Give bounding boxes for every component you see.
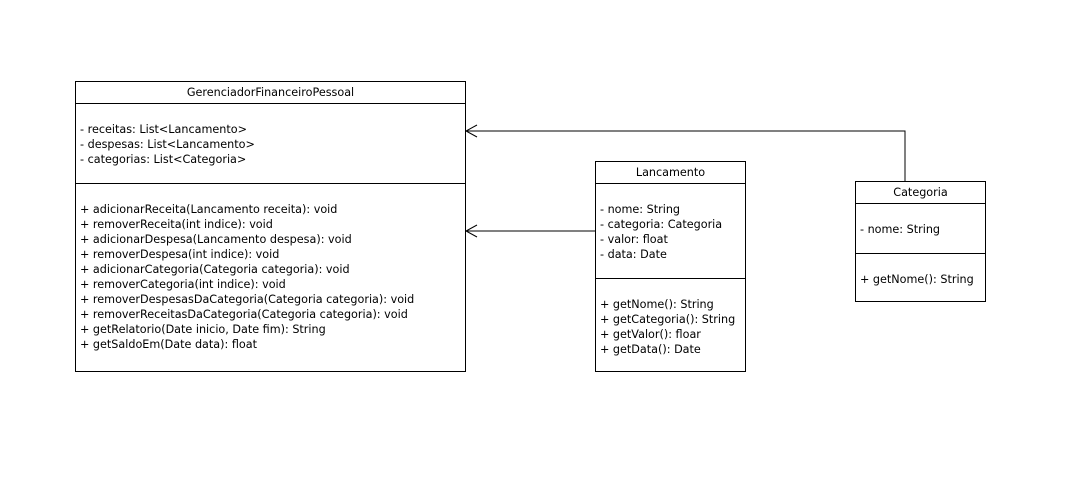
method: + adicionarReceita(Lancamento receita): … (80, 203, 338, 216)
arrowhead-open-categoria (464, 124, 478, 138)
method: + getRelatorio(Date inicio, Date fim): S… (80, 323, 326, 336)
attribute: - categorias: List<Categoria> (80, 153, 247, 166)
method: + removerDespesa(int indice): void (80, 248, 280, 261)
attributes-section: - nome: String (856, 204, 985, 254)
attributes-section: - nome: String - categoria: Categoria - … (596, 184, 745, 279)
methods-section: + getNome(): String + getCategoria(): St… (596, 279, 745, 357)
arrowhead-open-lancamento (464, 224, 478, 238)
attribute: - receitas: List<Lancamento> (80, 123, 247, 136)
association-categoria-to-gerenciador (466, 130, 906, 181)
attribute: - categoria: Categoria (600, 218, 723, 231)
method: + adicionarDespesa(Lancamento despesa): … (80, 233, 352, 246)
method: + getNome(): String (860, 273, 974, 286)
method: + getValor(): floar (600, 328, 701, 341)
methods-section: + adicionarReceita(Lancamento receita): … (76, 184, 465, 352)
attribute: - despesas: List<Lancamento> (80, 138, 255, 151)
class-lancamento[interactable]: Lancamento - nome: String - categoria: C… (595, 161, 746, 372)
attribute: - nome: String (860, 223, 941, 236)
method: + removerCategoria(int indice): void (80, 278, 286, 291)
attribute: - nome: String (600, 203, 681, 216)
method: + removerDespesasDaCategoria(Categoria c… (80, 293, 415, 306)
attribute: - valor: float (600, 233, 668, 246)
class-gerenciador-financeiro-pessoal[interactable]: GerenciadorFinanceiroPessoal - receitas:… (75, 81, 466, 372)
method: + getCategoria(): String (600, 313, 736, 326)
class-name: Lancamento (596, 162, 745, 184)
class-name: Categoria (856, 182, 985, 204)
method: + getData(): Date (600, 343, 701, 356)
method: + getSaldoEm(Date data): float (80, 338, 257, 351)
methods-section: + getNome(): String (856, 254, 985, 287)
method: + removerReceita(int indice): void (80, 218, 273, 231)
method: + removerReceitasDaCategoria(Categoria c… (80, 308, 408, 321)
attribute: - data: Date (600, 248, 667, 261)
attributes-section: - receitas: List<Lancamento> - despesas:… (76, 104, 465, 184)
method: + adicionarCategoria(Categoria categoria… (80, 263, 350, 276)
class-categoria[interactable]: Categoria - nome: String + getNome(): St… (855, 181, 986, 302)
class-name: GerenciadorFinanceiroPessoal (76, 82, 465, 104)
method: + getNome(): String (600, 298, 714, 311)
